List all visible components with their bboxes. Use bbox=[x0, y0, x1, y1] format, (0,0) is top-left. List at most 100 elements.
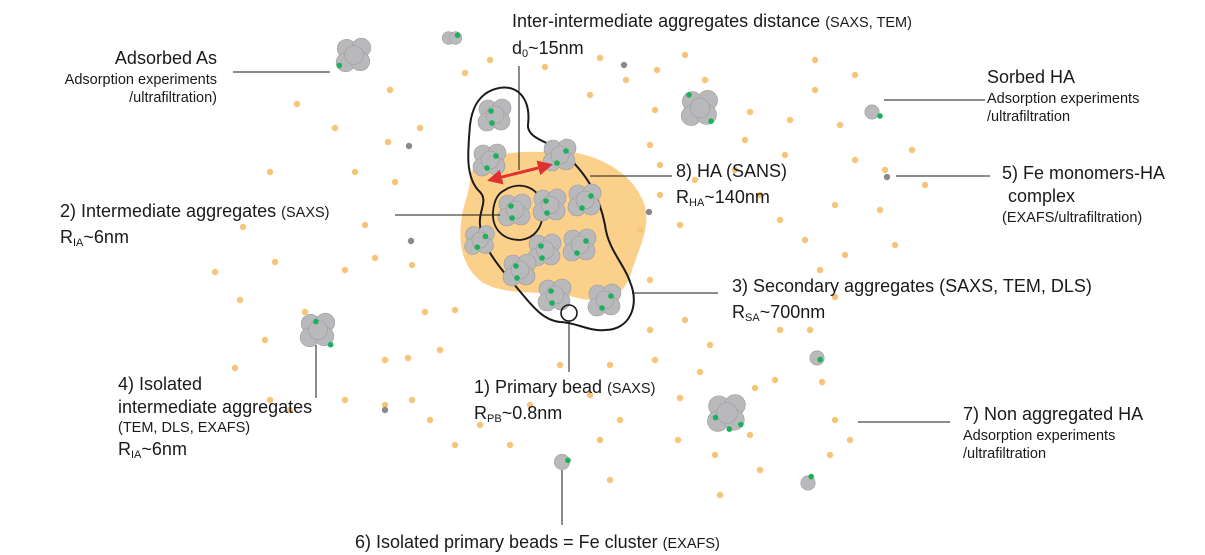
fe-site bbox=[482, 233, 489, 240]
bead-cluster bbox=[299, 312, 336, 348]
fe-site bbox=[493, 153, 499, 159]
fe-site bbox=[588, 193, 594, 199]
ha-dot bbox=[371, 254, 379, 262]
label-primary-bead: 1) Primary bead (SAXS) RPB~0.8nm bbox=[474, 377, 656, 425]
fe-site bbox=[738, 421, 744, 428]
primary-bead bbox=[545, 285, 565, 305]
ha-dot bbox=[271, 258, 279, 266]
fe-site bbox=[563, 148, 569, 154]
bead-cluster bbox=[335, 37, 372, 73]
primary-bead bbox=[800, 475, 816, 491]
ha-dot bbox=[691, 176, 699, 184]
fe-site bbox=[313, 318, 319, 325]
label-inter-distance-param: d0~15nm bbox=[512, 38, 584, 60]
distance-arrow bbox=[487, 160, 553, 185]
ha-dot bbox=[426, 416, 434, 424]
ha-dot bbox=[851, 156, 859, 164]
bead-cluster bbox=[527, 233, 562, 267]
ha-dot bbox=[781, 151, 789, 159]
ha-dot bbox=[391, 178, 399, 186]
label-ha-sans: 8) HA (SANS) RHA~140nm bbox=[676, 161, 788, 209]
ha-dot bbox=[653, 66, 661, 74]
primary-bead bbox=[510, 260, 530, 280]
ha-dot bbox=[706, 341, 714, 349]
bead-cluster bbox=[809, 350, 825, 366]
ha-dot bbox=[836, 121, 844, 129]
bead-cluster bbox=[441, 31, 463, 45]
ha-dot bbox=[586, 91, 594, 99]
fe-site bbox=[726, 426, 733, 432]
ha-dot bbox=[831, 416, 839, 424]
ha-dot bbox=[681, 51, 689, 59]
fe-site bbox=[539, 255, 545, 261]
bead-cluster bbox=[707, 394, 746, 432]
ha-dot bbox=[876, 206, 884, 214]
ha-dot bbox=[811, 56, 819, 64]
ha-dot bbox=[526, 401, 534, 409]
ha-dot bbox=[239, 223, 247, 231]
ha-dot bbox=[301, 308, 309, 316]
fe-site bbox=[489, 120, 495, 126]
ha-dot bbox=[846, 436, 854, 444]
ha-dot bbox=[486, 56, 494, 64]
fe-site bbox=[484, 165, 490, 171]
ha-dot bbox=[341, 266, 349, 274]
ha-dot bbox=[818, 378, 826, 386]
ha-dot bbox=[701, 76, 709, 84]
ha-dot bbox=[506, 441, 514, 449]
ha-dot bbox=[421, 308, 429, 316]
bead-cluster bbox=[472, 143, 507, 177]
fe-site bbox=[508, 203, 514, 209]
ha-dot bbox=[381, 401, 389, 409]
ha-dot bbox=[646, 326, 654, 334]
fe-site bbox=[513, 263, 519, 269]
bead-cluster bbox=[554, 454, 571, 470]
ha-dot bbox=[646, 141, 654, 149]
fe-monomer-dot bbox=[381, 406, 389, 414]
ha-dot bbox=[436, 346, 444, 354]
primary-bead-marker bbox=[560, 304, 578, 322]
ha-dot bbox=[404, 354, 412, 362]
label-fe-monomers: 5) Fe monomers-HA complex (EXAFS/ultrafi… bbox=[1002, 163, 1166, 227]
ha-dot bbox=[881, 166, 889, 174]
ha-dot bbox=[606, 361, 614, 369]
bead-cluster bbox=[502, 253, 537, 287]
ha-dot bbox=[351, 168, 359, 176]
ha-dot bbox=[656, 161, 664, 169]
ha-dot bbox=[416, 124, 424, 132]
ha-dot bbox=[541, 63, 549, 71]
fe-site bbox=[454, 32, 461, 38]
fe-monomer-dot bbox=[405, 142, 413, 150]
fe-site bbox=[474, 244, 481, 250]
bead-cluster bbox=[497, 193, 532, 227]
ha-dot bbox=[476, 421, 484, 429]
fe-site bbox=[488, 108, 494, 114]
ha-dot bbox=[746, 108, 754, 116]
ha-dot bbox=[286, 406, 294, 414]
primary-bead bbox=[864, 104, 880, 120]
ha-dot bbox=[841, 251, 849, 259]
ha-dot bbox=[716, 491, 724, 499]
bead-cluster bbox=[477, 98, 512, 132]
fe-site bbox=[543, 198, 549, 204]
primary-bead bbox=[540, 195, 560, 215]
ha-dot bbox=[831, 201, 839, 209]
ha-dot bbox=[606, 476, 614, 484]
fe-site bbox=[583, 238, 589, 244]
ha-dot bbox=[921, 181, 929, 189]
ha-dot bbox=[211, 268, 219, 276]
ha-dot bbox=[656, 191, 664, 199]
ha-dot bbox=[831, 293, 839, 301]
fe-site bbox=[712, 414, 719, 421]
bead-cluster bbox=[567, 183, 602, 217]
ha-dot bbox=[386, 86, 394, 94]
fe-site bbox=[565, 457, 571, 464]
ha-dot bbox=[408, 261, 416, 269]
fe-site bbox=[877, 113, 883, 119]
fe-site bbox=[574, 250, 580, 256]
ha-dot bbox=[361, 221, 369, 229]
primary-bead bbox=[344, 45, 364, 65]
fe-site bbox=[548, 288, 554, 294]
